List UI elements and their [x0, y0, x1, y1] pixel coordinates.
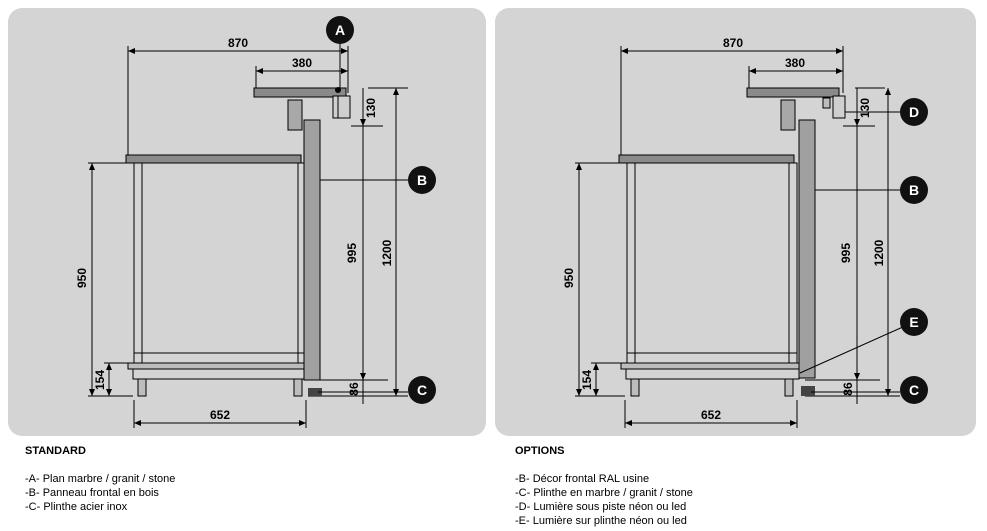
counter-top — [618, 154, 795, 164]
dim-652-label: 652 — [701, 408, 721, 422]
dim-1200-label: 1200 — [380, 239, 394, 266]
dim-154-label: 154 — [93, 370, 107, 390]
options-heading: OPTIONS — [515, 445, 565, 457]
dim-950-label: 950 — [75, 268, 89, 288]
plinth — [801, 386, 815, 396]
options-diagram: 870 380 130 995 1200 950 154 86 652 D B … — [562, 36, 928, 428]
legend-item: -A- Plan marbre / granit / stone — [25, 473, 176, 485]
bracket — [780, 99, 796, 131]
dim-380-label: 380 — [785, 56, 805, 70]
bracket — [287, 99, 303, 131]
front-panel — [798, 119, 816, 379]
cabinet-frame — [620, 162, 802, 397]
legend-item: -C- Plinthe acier inox — [25, 501, 128, 513]
dim-995-label: 995 — [839, 243, 853, 263]
options-legend: OPTIONS -B- Décor frontal RAL usine -C- … — [515, 444, 693, 528]
cabinet-frame — [127, 162, 311, 397]
bar-top-shelf — [253, 87, 351, 119]
dim-870-label: 870 — [228, 36, 248, 50]
svg-text:B: B — [909, 182, 919, 198]
callout-e: E — [900, 308, 928, 336]
legend-item: -C- Plinthe en marbre / granit / stone — [515, 487, 693, 499]
callout-d: D — [900, 98, 928, 126]
standard-diagram-panel: 870 380 130 995 1200 950 154 86 652 A B … — [8, 8, 486, 436]
dim-1200-label: 1200 — [872, 239, 886, 266]
callout-b: B — [900, 176, 928, 204]
plinth — [308, 388, 322, 396]
callout-b: B — [408, 166, 436, 194]
standard-diagram: 870 380 130 995 1200 950 154 86 652 A B … — [75, 16, 436, 428]
legend-item: -B- Panneau frontal en bois — [25, 487, 159, 499]
callout-c: C — [408, 376, 436, 404]
dim-86-label: 86 — [841, 382, 855, 396]
svg-text:D: D — [909, 104, 919, 120]
bar-top-shelf — [746, 87, 846, 119]
legend-item: -B- Décor frontal RAL usine — [515, 473, 650, 485]
callout-c: C — [900, 376, 928, 404]
counter-top — [125, 154, 302, 164]
standard-legend: STANDARD -A- Plan marbre / granit / ston… — [25, 444, 175, 514]
svg-text:A: A — [335, 22, 345, 38]
dim-380-label: 380 — [292, 56, 312, 70]
dim-130-label: 130 — [858, 98, 872, 118]
dim-86-label: 86 — [347, 382, 361, 396]
svg-text:B: B — [417, 172, 427, 188]
dim-154-label: 154 — [580, 370, 594, 390]
dim-652-label: 652 — [210, 408, 230, 422]
callout-a: A — [326, 16, 354, 44]
dim-950-label: 950 — [562, 268, 576, 288]
legend-item: -E- Lumière sur plinthe néon ou led — [515, 515, 687, 527]
legend-item: -D- Lumière sous piste néon ou led — [515, 501, 687, 513]
dim-870-label: 870 — [723, 36, 743, 50]
front-panel — [303, 119, 321, 381]
options-diagram-panel: 870 380 130 995 1200 950 154 86 652 D B … — [495, 8, 976, 436]
standard-heading: STANDARD — [25, 445, 86, 457]
dim-995-label: 995 — [345, 243, 359, 263]
dim-130-label: 130 — [364, 98, 378, 118]
svg-text:C: C — [417, 382, 427, 398]
svg-text:C: C — [909, 382, 919, 398]
svg-text:E: E — [909, 314, 918, 330]
